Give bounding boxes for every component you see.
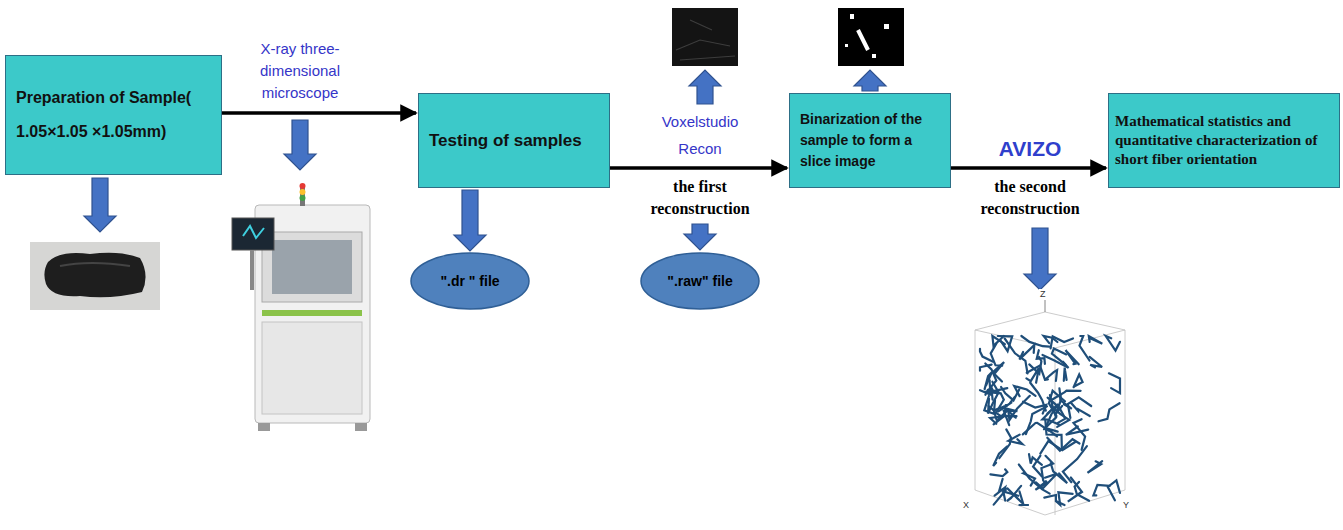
process-box: Binarization of the sample to form a sli… <box>789 93 951 188</box>
node-text: Mathematical statistics and quantitative… <box>1115 112 1333 169</box>
axis-label: Y <box>1122 500 1130 510</box>
slice-image-binary <box>838 8 904 66</box>
file-ellipse: ".dr " file <box>410 252 530 310</box>
node-text: Testing of samples <box>429 130 599 152</box>
microscope-machine <box>232 183 370 431</box>
flow-arrow <box>951 166 1106 170</box>
block-arrows <box>84 70 1056 290</box>
step-label: the first reconstruction <box>630 176 770 220</box>
axis-label: Z <box>1039 289 1047 299</box>
fiber-3d-render <box>975 300 1125 515</box>
file-ellipse: ".raw" file <box>640 252 760 310</box>
edge-label: Voxelstudio Recon <box>640 108 760 162</box>
slice-image-grey <box>672 8 738 66</box>
edge-label: AVIZO <box>980 136 1080 162</box>
node-text: Preparation of Sample( 1.05×1.05 ×1.05mm… <box>16 81 211 149</box>
edge-label: X-ray three-dimensional microscope <box>240 38 360 104</box>
node-text: Binarization of the sample to form a sli… <box>800 109 940 172</box>
flow-arrow <box>610 166 787 170</box>
sample-photo <box>30 242 160 310</box>
axis-label: X <box>962 500 970 510</box>
process-box: Mathematical statistics and quantitative… <box>1108 93 1340 188</box>
node-text: ".dr " file <box>440 272 499 290</box>
process-box: Testing of samples <box>418 93 610 188</box>
process-box: Preparation of Sample( 1.05×1.05 ×1.05mm… <box>5 55 222 175</box>
node-text: ".raw" file <box>667 272 732 290</box>
flow-arrow <box>222 111 416 115</box>
flow-arrow <box>454 190 486 251</box>
step-label: the second reconstruction <box>965 176 1095 220</box>
